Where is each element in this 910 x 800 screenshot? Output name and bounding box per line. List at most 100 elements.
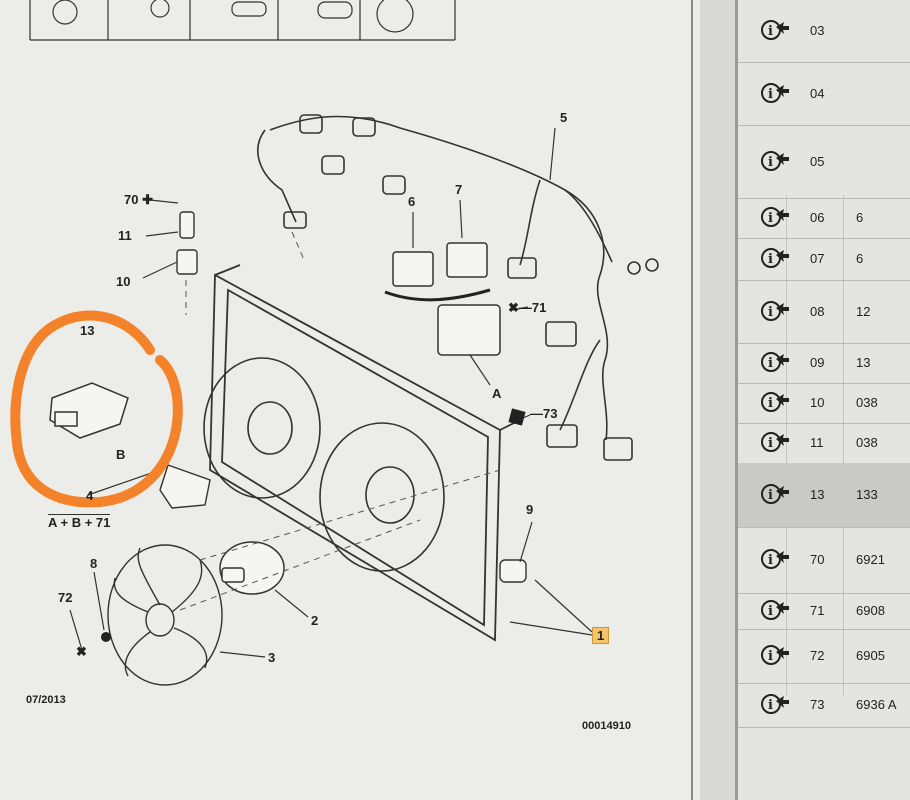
part-ref: 04 xyxy=(810,86,825,101)
grommet-stack xyxy=(176,211,198,275)
callout-8: 8 xyxy=(90,556,98,571)
callout-70: 70 ✚ xyxy=(124,192,153,207)
part-code: 133 xyxy=(856,487,878,502)
part-code: 6 xyxy=(856,210,864,225)
info-arrow-icon[interactable]: i xyxy=(760,245,790,269)
cross-icon: ✖ xyxy=(508,300,519,315)
info-arrow-icon[interactable]: i xyxy=(760,546,790,570)
fan-shroud-left xyxy=(203,357,321,499)
part-ref: 72 xyxy=(810,648,825,663)
cooling-fan xyxy=(107,544,223,686)
callout-1: 1 xyxy=(592,627,610,644)
info-arrow-icon[interactable]: i xyxy=(760,17,790,41)
part-ref: 03 xyxy=(810,23,825,38)
callout-73: —73 xyxy=(530,406,558,421)
part-code: 6905 xyxy=(856,648,885,663)
svg-text:i: i xyxy=(768,553,773,568)
column-line xyxy=(786,195,787,695)
fan-control-module xyxy=(49,382,129,439)
parts-row[interactable]: i 70 6921 xyxy=(738,527,910,594)
parts-row[interactable]: i 07 6 xyxy=(738,238,910,281)
callout-3: 3 xyxy=(268,650,276,665)
part-ref: 10 xyxy=(810,395,825,410)
parts-row[interactable]: i 03 xyxy=(738,0,910,63)
part-ref: 05 xyxy=(810,154,825,169)
part-code: 6936 A xyxy=(856,697,897,712)
part-code: 038 xyxy=(856,395,878,410)
part-ref: 73 xyxy=(810,697,825,712)
part-code: 6 xyxy=(856,251,864,266)
part-code: 6908 xyxy=(856,603,885,618)
panel-divider xyxy=(735,0,738,800)
parts-row[interactable]: i 04 xyxy=(738,62,910,126)
parts-row[interactable]: i 72 6905 xyxy=(738,629,910,684)
parts-row[interactable]: i 11 038 xyxy=(738,423,910,464)
parts-row[interactable]: i 10 038 xyxy=(738,383,910,424)
svg-text:i: i xyxy=(768,87,773,102)
parts-row[interactable]: i 06 6 xyxy=(738,198,910,239)
callout-B: B xyxy=(116,447,126,462)
callout-A: A xyxy=(492,386,502,401)
info-arrow-icon[interactable]: i xyxy=(760,204,790,228)
callout-7: 7 xyxy=(455,182,463,197)
svg-text:i: i xyxy=(768,436,773,451)
part-ref: 07 xyxy=(810,251,825,266)
diagram-reference: 00014910 xyxy=(582,720,631,732)
callout-10: 10 xyxy=(116,274,131,289)
callout-11: 11 xyxy=(118,228,132,243)
diagram-date: 07/2013 xyxy=(26,694,66,706)
part-code: 12 xyxy=(856,304,871,319)
callout-13: 13 xyxy=(80,323,95,338)
svg-text:i: i xyxy=(768,211,773,226)
thumbnail-strip xyxy=(29,0,456,41)
info-arrow-icon[interactable]: i xyxy=(760,481,790,505)
orange-highlight-circle xyxy=(10,310,183,508)
info-arrow-icon[interactable]: i xyxy=(760,429,790,453)
svg-text:i: i xyxy=(768,356,773,371)
part-ref: 09 xyxy=(810,355,825,370)
parts-row[interactable]: i 71 6908 xyxy=(738,593,910,630)
part-code: 6921 xyxy=(856,552,885,567)
svg-text:i: i xyxy=(768,488,773,503)
relay-6 xyxy=(392,251,434,287)
info-arrow-icon[interactable]: i xyxy=(760,642,790,666)
info-arrow-icon[interactable]: i xyxy=(760,298,790,322)
part-ref: 71 xyxy=(810,603,825,618)
fan-shroud-right xyxy=(319,422,445,572)
svg-text:i: i xyxy=(768,252,773,267)
parts-row[interactable]: i 05 xyxy=(738,125,910,199)
info-arrow-icon[interactable]: i xyxy=(760,389,790,413)
info-arrow-icon[interactable]: i xyxy=(760,691,790,715)
leader-lines xyxy=(69,127,593,658)
callout-72: 72 xyxy=(58,590,73,605)
relay-7 xyxy=(446,242,488,278)
guide-lines xyxy=(179,231,501,611)
svg-text:i: i xyxy=(768,698,773,713)
square-marker-73 xyxy=(508,408,526,426)
part-ref: 11 xyxy=(810,435,824,450)
part-ref: 70 xyxy=(810,552,825,567)
info-arrow-icon[interactable]: i xyxy=(760,80,790,104)
callout-71: ✖—71 xyxy=(508,300,547,315)
part-code: 038 xyxy=(856,435,878,450)
callout-6: 6 xyxy=(408,194,416,209)
svg-text:i: i xyxy=(768,649,773,664)
parts-row[interactable]: i 73 6936 A xyxy=(738,683,910,728)
connector-block xyxy=(437,304,501,356)
info-arrow-icon[interactable]: i xyxy=(760,597,790,621)
part-ref: 13 xyxy=(810,487,825,502)
info-arrow-icon[interactable]: i xyxy=(760,349,790,373)
callout-5: 5 xyxy=(560,110,568,125)
svg-text:i: i xyxy=(768,305,773,320)
part-ref: 06 xyxy=(810,210,825,225)
parts-diagram: 70 ✚ 11 10 13 B 4 A + B + 71 8 72 ✖ 5 6 … xyxy=(0,0,700,800)
parts-row[interactable]: i 13 133 xyxy=(738,463,910,528)
info-arrow-icon[interactable]: i xyxy=(760,148,790,172)
fan-motor xyxy=(219,541,285,595)
cross-icon: ✖ xyxy=(76,644,87,659)
svg-text:i: i xyxy=(768,604,773,619)
svg-text:i: i xyxy=(768,155,773,170)
